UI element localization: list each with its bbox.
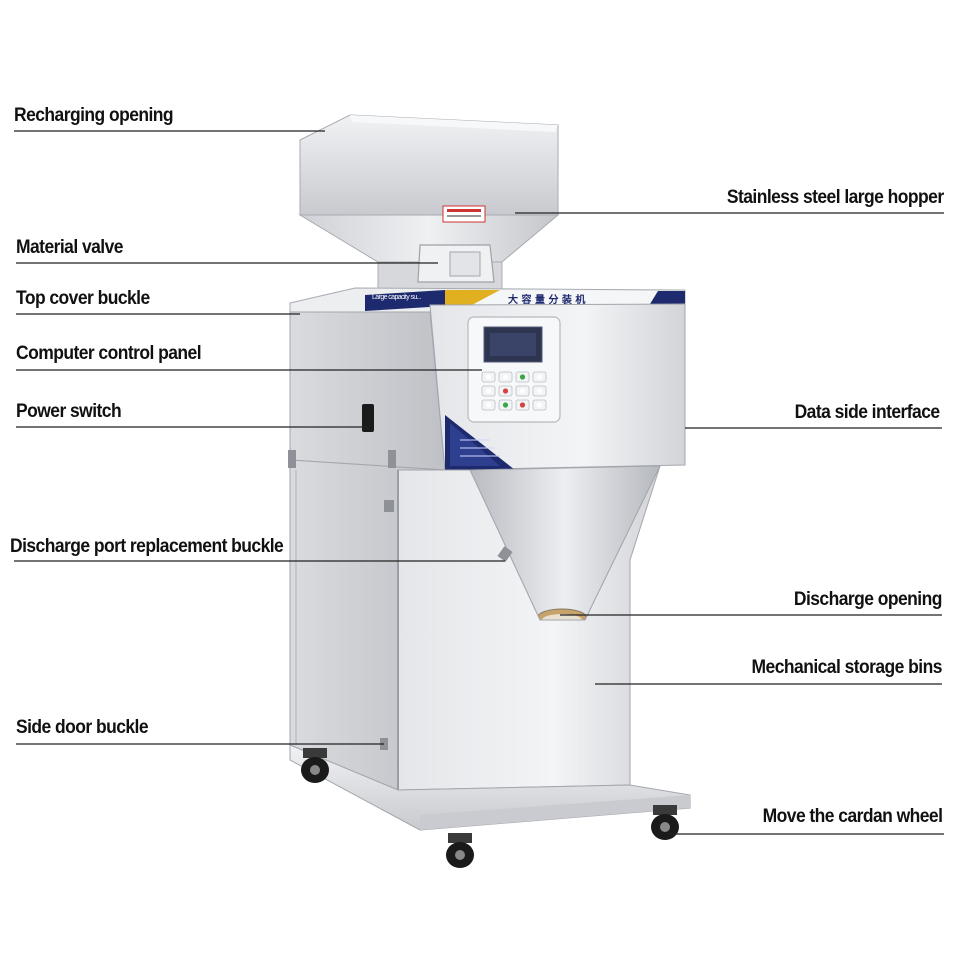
label-material-valve: Material valve bbox=[16, 237, 123, 258]
control-panel bbox=[467, 316, 561, 423]
leader-lines bbox=[14, 130, 944, 835]
label-side-door-buckle: Side door buckle bbox=[16, 717, 149, 738]
power-switch bbox=[362, 404, 374, 432]
label-power-switch: Power switch bbox=[16, 401, 122, 422]
label-stainless-steel-large-hopper: Stainless steel large hopper bbox=[727, 187, 944, 208]
large-hopper bbox=[298, 114, 560, 293]
wheel-hub bbox=[660, 822, 670, 832]
label-mechanical-storage-bins: Mechanical storage bins bbox=[751, 657, 943, 678]
cardan-wheels bbox=[301, 748, 679, 868]
wheel-hub bbox=[455, 850, 465, 860]
wheel-bracket bbox=[303, 748, 327, 758]
banner-right-text: 大 容 量 分 装 机 bbox=[508, 295, 586, 306]
label-move-the-cardan-wheel: Move the cardan wheel bbox=[762, 806, 942, 827]
label-computer-control-panel: Computer control panel bbox=[16, 343, 202, 364]
wheel-bracket bbox=[448, 833, 472, 843]
wheel-hub bbox=[310, 765, 320, 775]
banner-left-text: Large capacity su... bbox=[372, 294, 421, 301]
label-recharging-opening: Recharging opening bbox=[14, 105, 174, 126]
label-discharge-port-replacement-buckle: Discharge port replacement buckle bbox=[10, 536, 284, 557]
wheel-bracket bbox=[653, 805, 677, 815]
label-discharge-opening: Discharge opening bbox=[794, 589, 943, 610]
material-valve bbox=[417, 244, 495, 283]
lower-body bbox=[288, 450, 661, 791]
label-top-cover-buckle: Top cover buckle bbox=[16, 288, 150, 309]
label-data-side-interface: Data side interface bbox=[795, 402, 941, 423]
